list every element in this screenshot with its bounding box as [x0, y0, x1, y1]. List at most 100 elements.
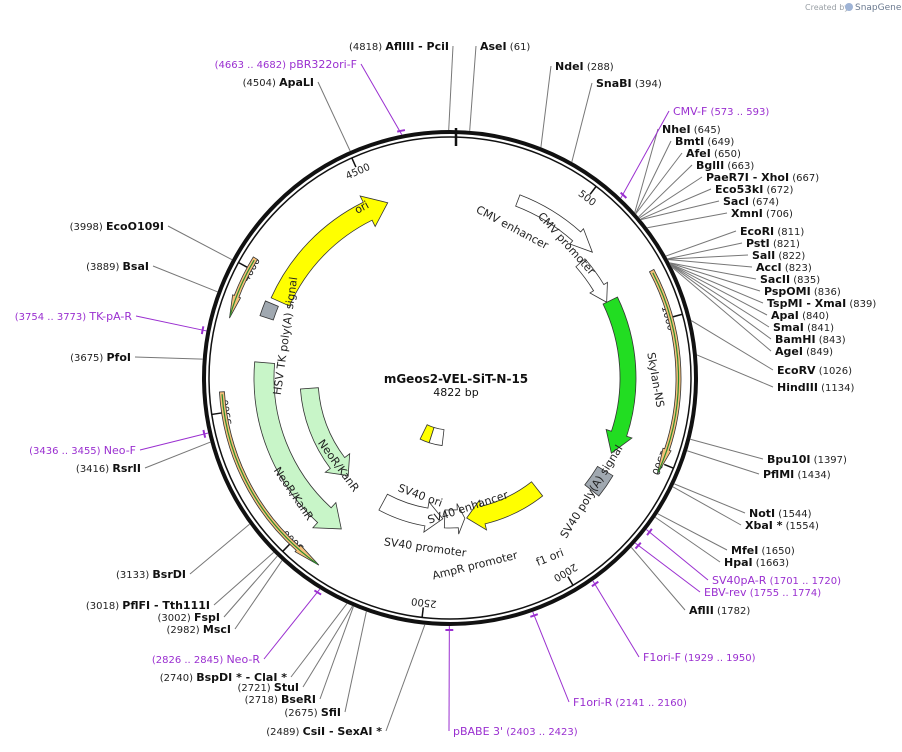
site-label-tspmi-xmai: TspMI - XmaI (839) — [767, 297, 876, 310]
site-leader-line — [672, 486, 742, 526]
site-leader-line — [690, 438, 764, 460]
credit-brand: SnapGene — [855, 3, 902, 13]
primer-leader-line — [634, 542, 701, 593]
site-leader-line — [223, 555, 278, 618]
feature-label-skyian-ns: SkyIan-NS — [644, 351, 666, 408]
site-label-xbai: XbaI * (1554) — [745, 519, 819, 532]
feature-f1-ori — [466, 481, 544, 531]
site-label-agei: AgeI (849) — [775, 345, 833, 358]
site-leader-line — [385, 624, 426, 732]
site-label-bsrdi: (3133) BsrDI — [116, 568, 186, 581]
site-leader-line — [696, 354, 774, 388]
site-leader-line — [134, 356, 203, 360]
site-label-ecoo109i: (3998) EcoO109I — [70, 220, 164, 233]
site-leader-line — [670, 264, 770, 328]
site-label-ecorv: EcoRV (1026) — [777, 364, 852, 377]
tick-label: 2500 — [411, 595, 438, 609]
primer-label-ebv-rev: EBV-rev (1755 .. 1774) — [704, 586, 821, 599]
site-label-sfii: (2675) SfiI — [284, 706, 341, 719]
feature-skyian-ns — [602, 296, 637, 454]
primer-leader-line — [139, 432, 209, 451]
site-label-bmti: BmtI (649) — [675, 135, 734, 148]
site-leader-line — [448, 45, 454, 131]
site-leader-line — [657, 513, 728, 551]
feature-layer — [253, 194, 637, 535]
site-leader-line — [640, 188, 712, 220]
primer-label-pbr322ori-f: (4663 .. 4682) pBR322ori-F — [215, 58, 357, 71]
plasmid-length: 4822 bp — [433, 386, 478, 399]
backbone-outer-ring — [202, 130, 698, 626]
primer-bar — [646, 528, 653, 536]
primer-bar — [396, 129, 406, 133]
site-label-csii-sexai: (2489) CsiI - SexAI * — [266, 725, 382, 738]
primer-leader-line — [532, 611, 570, 703]
site-leader-line — [317, 81, 351, 152]
site-label-pflmi: PflMI (1434) — [763, 468, 831, 481]
site-leader-line — [670, 263, 768, 316]
site-label-xmni: XmnI (706) — [731, 207, 793, 220]
feature-ori — [270, 195, 389, 307]
site-leader-line — [469, 45, 477, 131]
site-leader-line — [571, 82, 593, 163]
site-leader-line — [540, 65, 552, 148]
site-label-pflfi-tth111i: (3018) PflFI - Tth111I — [86, 599, 210, 612]
site-leader-line — [144, 441, 211, 469]
primer-label-f1ori-r: F1ori-R (2141 .. 2160) — [573, 696, 687, 709]
site-leader-line — [234, 560, 283, 630]
site-label-rsrii: (3416) RsrII — [76, 462, 141, 475]
site-label-psti: PstI (821) — [746, 237, 800, 250]
primer-bar — [591, 580, 599, 588]
tick-mark — [211, 412, 222, 416]
primer-label-pbabe-3: pBABE 3' (2403 .. 2423) — [453, 725, 578, 738]
feature-label-ori: ori — [352, 198, 371, 216]
tick-mark — [567, 576, 574, 586]
feature-label-neor-kanr: NeoR/KanR — [315, 437, 362, 495]
primer-leader-line — [360, 63, 403, 135]
site-label-sali: SalI (822) — [752, 249, 805, 262]
skylan-ns-orf-line — [652, 272, 680, 473]
site-leader-line — [167, 225, 233, 261]
tick-mark — [672, 313, 683, 318]
feature-hsv-tk-polya-block — [259, 300, 279, 321]
neor-orf-orf-line — [221, 394, 318, 565]
primer-label-tk-pa-r: (3754 .. 3773) TK-pA-R — [15, 310, 133, 323]
tick-mark — [663, 463, 674, 469]
primer-bar — [634, 542, 642, 550]
site-label-nhei: NheI (645) — [662, 123, 721, 136]
site-leader-line — [669, 262, 761, 292]
site-leader-line — [690, 320, 774, 371]
leader-layer — [134, 45, 774, 732]
primer-bar — [619, 191, 628, 199]
site-leader-line — [630, 546, 686, 611]
site-label-ecori: EcoRI (811) — [740, 225, 804, 238]
site-label-fspi: (3002) FspI — [158, 611, 220, 624]
site-label-saci: SacI (674) — [723, 195, 779, 208]
site-label-msci: (2982) MscI — [166, 623, 231, 636]
neor-orf-orf-band — [219, 391, 320, 566]
plasmid-name: mGeos2-VEL-SiT-N-15 — [384, 372, 528, 386]
credit-prefix: Created by — [805, 3, 849, 12]
backbone-inner-ring — [208, 136, 692, 620]
site-label-bamhi: BamHI (843) — [775, 333, 846, 346]
site-label-snabi: SnaBI (394) — [596, 77, 662, 90]
primer-leader-line — [645, 529, 709, 581]
site-label-bseri: (2718) BseRI — [245, 693, 316, 706]
feature-sv40-enhancer-block — [428, 426, 445, 446]
feature-cmv-enhancer — [515, 194, 594, 253]
site-leader-line — [302, 605, 353, 688]
snapgene-credit: Created by SnapGene — [805, 3, 902, 13]
site-label-bglii: BglII (663) — [696, 159, 754, 172]
orf-layer — [219, 256, 682, 566]
tick-mark — [421, 607, 425, 618]
site-label-hindiii: HindIII (1134) — [777, 381, 854, 394]
tick-label: 4500 — [344, 162, 372, 182]
site-label-afliii-pcii: (4818) AflIII - PciI — [349, 40, 449, 53]
primer-label-neo-f: (3436 .. 3455) Neo-F — [29, 444, 136, 457]
feature-sv40-promoter — [378, 493, 444, 533]
tick-label: 2000 — [551, 561, 579, 583]
primer-bar — [530, 613, 539, 618]
site-leader-line — [635, 140, 672, 214]
site-leader-line — [290, 603, 348, 678]
primer-leader-line — [263, 588, 321, 660]
